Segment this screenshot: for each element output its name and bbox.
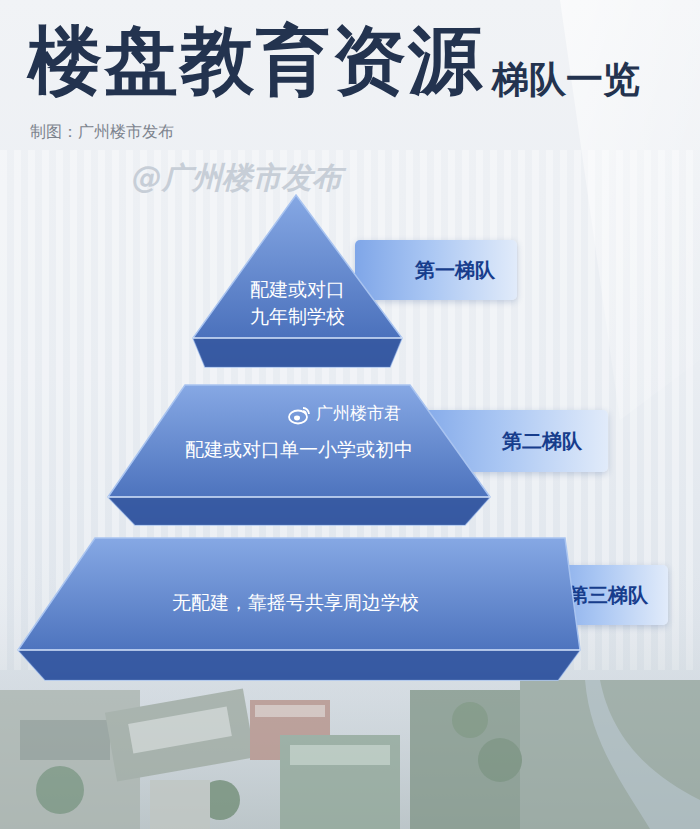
weibo-watermark: 广州楼市君 bbox=[316, 403, 401, 423]
main-title: 楼盘教育资源 bbox=[28, 20, 484, 101]
pyramid-tier: 无配建，靠摇号共享周边学校 bbox=[18, 538, 580, 680]
tier-text: 配建或对口 九年制学校 bbox=[242, 276, 353, 329]
tier-tab: 第一梯队 bbox=[355, 240, 517, 300]
weibo-icon bbox=[288, 405, 312, 425]
chart-credit: 制图：广州楼市发布 bbox=[30, 122, 174, 143]
tier-label: 第一梯队 bbox=[395, 240, 515, 300]
subtitle: 梯队一览 bbox=[492, 58, 640, 102]
pyramid-tier: 配建或对口 九年制学校 bbox=[193, 195, 402, 367]
tier-label: 第二梯队 bbox=[482, 410, 602, 472]
tier-text: 无配建，靠摇号共享周边学校 bbox=[98, 589, 493, 616]
watermark: @广州楼市发布 bbox=[132, 160, 342, 196]
tier-text: 配建或对口单一小学或初中 bbox=[158, 436, 440, 463]
pyramid-tier: 配建或对口单一小学或初中 bbox=[108, 385, 490, 525]
